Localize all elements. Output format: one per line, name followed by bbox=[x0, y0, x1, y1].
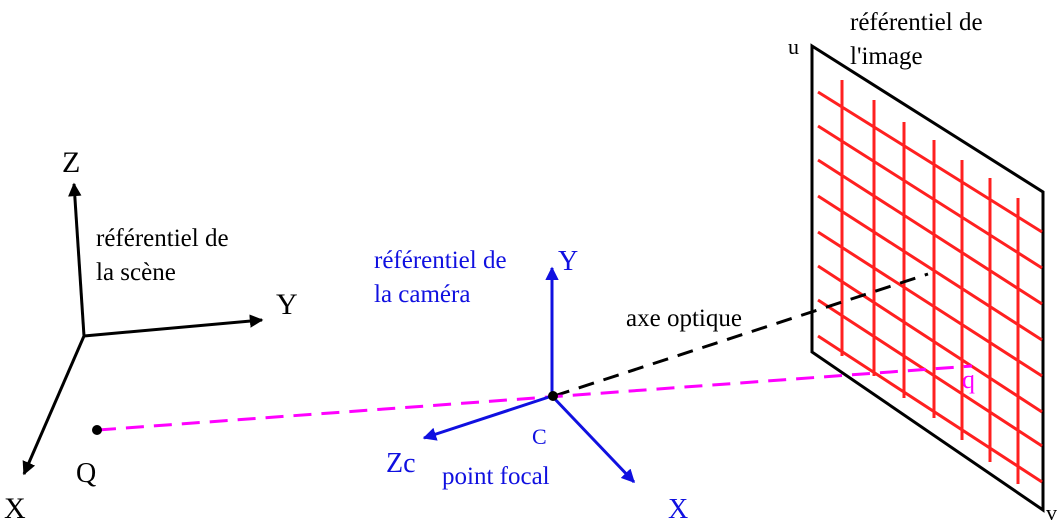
camera-ref-label-line2: la caméra bbox=[374, 281, 470, 308]
scene-x-label: X bbox=[4, 492, 26, 522]
grid-line bbox=[817, 298, 1043, 448]
image-ref-label-line2: l'image bbox=[850, 43, 923, 70]
scene-ref-label-line2: la scène bbox=[96, 259, 176, 286]
optical-axis-line bbox=[553, 272, 929, 398]
grid-line bbox=[817, 158, 1043, 306]
camera-x-label: X bbox=[668, 494, 688, 522]
point-Q-label: Q bbox=[76, 458, 96, 489]
camera-axes bbox=[422, 266, 636, 484]
point-q-label: q bbox=[962, 365, 975, 394]
grid-line bbox=[817, 230, 1043, 378]
camera-ref-label-line1: référentiel de bbox=[374, 247, 507, 274]
image-grid bbox=[817, 80, 1043, 484]
scene-axes bbox=[22, 182, 264, 476]
scene-y-label: Y bbox=[276, 288, 298, 321]
focal-point-dot bbox=[548, 391, 558, 401]
scene-ref-label-line1: référentiel de bbox=[96, 225, 229, 252]
grid-line bbox=[817, 90, 1043, 234]
grid-line bbox=[817, 334, 1043, 484]
scene-z-label: Z bbox=[62, 146, 80, 179]
grid-line bbox=[817, 194, 1043, 342]
image-plane bbox=[810, 43, 1045, 513]
image-v-label: v bbox=[1046, 500, 1057, 522]
optical-axis-label: axe optique bbox=[626, 305, 742, 332]
projection-ray bbox=[97, 364, 973, 432]
grid-line bbox=[817, 124, 1043, 270]
point-Q-dot bbox=[92, 425, 102, 435]
camera-x-axis bbox=[550, 394, 636, 484]
camera-zc-label: Zc bbox=[386, 448, 416, 479]
grid-line bbox=[817, 264, 1043, 414]
focal-point-label: point focal bbox=[442, 463, 550, 490]
scene-z-axis bbox=[68, 182, 86, 337]
scene-y-axis bbox=[83, 314, 264, 338]
center-C-label: C bbox=[532, 424, 547, 449]
image-ref-label-line1: référentiel de bbox=[850, 9, 983, 36]
camera-y-label: Y bbox=[558, 246, 578, 277]
scene-x-axis bbox=[22, 335, 86, 476]
image-u-label: u bbox=[788, 34, 799, 59]
camera-zc-axis bbox=[422, 394, 553, 441]
image-plane-frame bbox=[810, 43, 1045, 513]
